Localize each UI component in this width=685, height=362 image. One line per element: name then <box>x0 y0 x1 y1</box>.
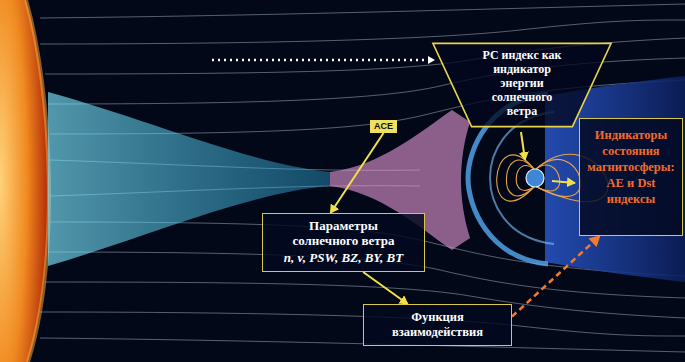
sun <box>0 0 49 362</box>
indicators-box: Индикаторы состояния магнитосферы: AE и … <box>579 118 683 236</box>
indicator-pointer <box>552 181 575 183</box>
ace-satellite-tag: ACE <box>370 120 397 133</box>
flow-arrow <box>331 133 384 213</box>
node-label: ACE <box>374 121 393 132</box>
solar-wind-direction-arrow <box>212 59 434 62</box>
field-lines <box>40 4 685 352</box>
sun-corona <box>26 0 49 362</box>
earth <box>526 169 544 187</box>
node-label: Функция взаимодействия <box>382 310 494 340</box>
magnetopause-inner <box>490 112 554 244</box>
pc-index-trapezoid: PC индекс как индикатор энергии солнечно… <box>432 43 612 127</box>
pc-index-pointer <box>521 132 525 160</box>
node-label: Индикаторы состояния магнитосферы: AE и … <box>585 127 677 207</box>
parameters-box: Параметры солнечного ветраn, v, PSW, BZ,… <box>262 213 425 272</box>
node-label: PC индекс как индикатор энергии солнечно… <box>477 48 567 118</box>
flow-arrow <box>363 272 408 304</box>
node-detail: n, v, PSW, BZ, BY, BT <box>269 249 418 266</box>
trapezoid-shape <box>433 43 611 126</box>
dashed-arrow <box>512 236 600 317</box>
node-label: Параметры солнечного ветра <box>284 218 404 248</box>
interaction-function-box: Функция взаимодействия <box>363 304 512 346</box>
